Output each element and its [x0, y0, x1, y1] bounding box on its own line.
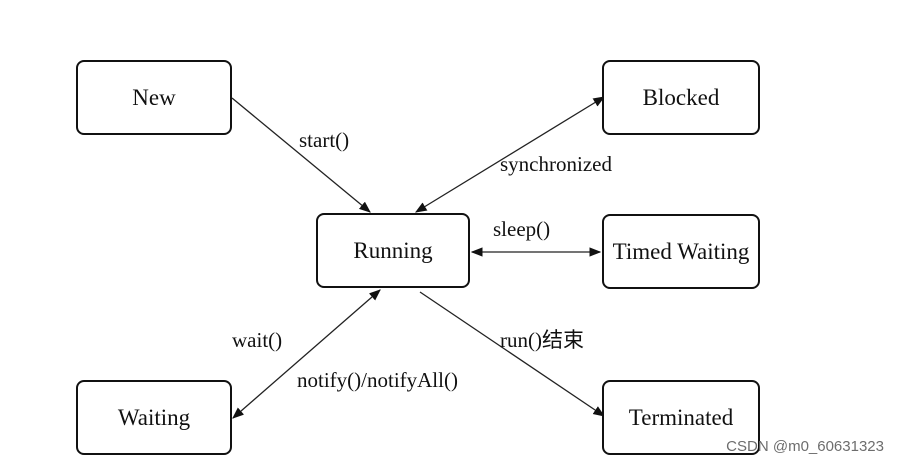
label-run-end: run()结束: [500, 328, 584, 352]
arrow-running-blocked: [415, 96, 605, 213]
arrow-new-to-running: [231, 97, 371, 213]
label-wait: wait(): [232, 328, 283, 352]
state-terminated: Terminated: [602, 380, 760, 455]
label-sleep: sleep(): [493, 217, 551, 241]
state-running: Running: [316, 213, 470, 288]
label-start: start(): [299, 128, 350, 152]
state-waiting: Waiting: [76, 380, 232, 455]
state-new: New: [76, 60, 232, 135]
arrow-running-waiting: [232, 289, 381, 419]
arrow-running-to-terminated: [419, 291, 605, 417]
label-synchronized: synchronized: [500, 152, 612, 176]
state-timed-waiting: Timed Waiting: [602, 214, 760, 289]
state-blocked: Blocked: [602, 60, 760, 135]
watermark: CSDN @m0_60631323: [726, 438, 884, 455]
label-notify: notify()/notifyAll(): [297, 368, 458, 392]
